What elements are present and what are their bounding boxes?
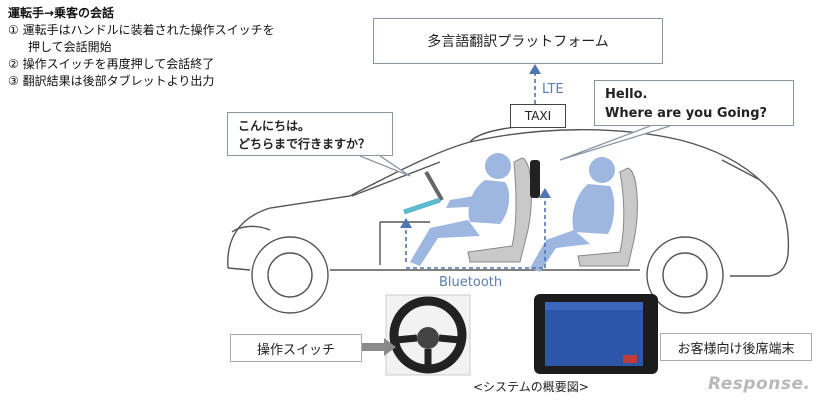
bluetooth-arrowhead-2	[539, 188, 551, 198]
speech-bubble-passenger: Hello. Where are you Going?	[594, 80, 794, 126]
switch-arrow	[362, 338, 396, 356]
diagram-caption: <システムの概要図>	[473, 380, 589, 394]
passenger-seat	[577, 167, 638, 267]
taxi-sign: TAXI	[510, 104, 566, 128]
rear-terminal-label: お客様向け後席端末	[660, 333, 812, 361]
speech-driver-line-1: こんにちは。	[238, 119, 311, 133]
note-item-3: ③ 翻訳結果は後部タブレットより出力	[8, 74, 215, 88]
front-wheel	[251, 236, 329, 314]
note-item-1: ① 運転手はハンドルに装着された操作スイッチを	[8, 23, 275, 37]
driver-figure	[410, 153, 511, 266]
watermark-logo: Response.	[708, 374, 811, 394]
notes: 運転手→乗客の会話 ① 運転手はハンドルに装着された操作スイッチを 押して会話開…	[8, 5, 275, 90]
steering-wheel-in-car	[424, 171, 444, 201]
translation-platform-box: 多言語翻訳プラットフォーム	[373, 18, 663, 64]
rear-tablet-photo	[534, 294, 658, 374]
speech-tail-passenger	[559, 125, 671, 161]
speech-passenger-line-2: Where are you Going?	[605, 106, 768, 121]
bluetooth-arrowhead-1	[400, 218, 412, 228]
steering-column	[403, 197, 441, 215]
bluetooth-link	[405, 195, 546, 269]
speech-bubble-driver: こんにちは。 どちらまで行きますか？	[227, 112, 393, 156]
passenger-figure	[530, 157, 615, 272]
bluetooth-label: Bluetooth	[439, 275, 503, 290]
note-item-1-cont: 押して会話開始	[28, 40, 112, 54]
speech-driver-line-2: どちらまで行きますか？	[238, 137, 371, 151]
lte-label: LTE	[542, 82, 564, 97]
lte-arrowhead	[529, 64, 541, 74]
tablet-in-car	[530, 160, 540, 198]
note-item-2: ② 操作スイッチを再度押して会話終了	[8, 57, 215, 71]
notes-title: 運転手→乗客の会話	[8, 6, 115, 20]
speech-passenger-line-1: Hello.	[605, 87, 648, 102]
switch-label: 操作スイッチ	[230, 334, 362, 362]
rear-wheel	[646, 236, 724, 314]
speech-tail-driver	[359, 155, 411, 177]
steering-wheel-photo	[385, 294, 471, 376]
